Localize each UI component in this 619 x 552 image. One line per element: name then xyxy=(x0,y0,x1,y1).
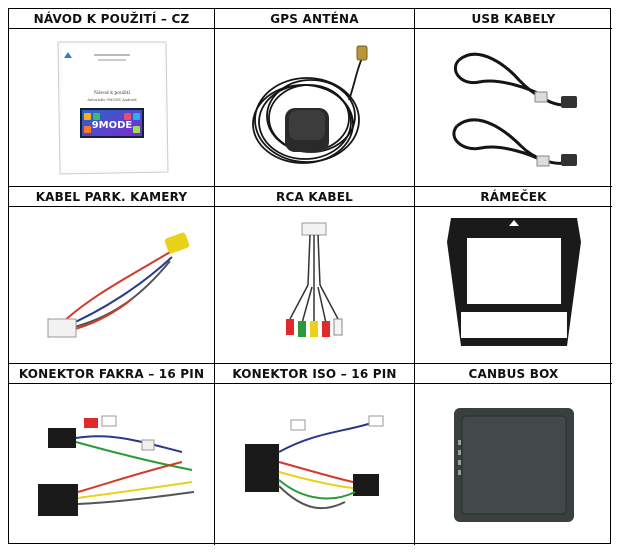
canbus-box-image xyxy=(415,384,612,545)
manual-subtitle: Autorádio 9MODE Android xyxy=(86,98,137,102)
label-rca-cable: RCA KABEL xyxy=(215,187,415,207)
iso-connector-image xyxy=(215,384,415,545)
label-parking-camera-cable: KABEL PARK. KAMERY xyxy=(9,187,215,207)
manual-title: Návod k použití xyxy=(94,89,130,96)
label-iso-connector: KONEKTOR ISO – 16 PIN xyxy=(215,364,415,384)
frame-image xyxy=(415,207,612,364)
label-gps-antenna: GPS ANTÉNA xyxy=(215,9,415,29)
label-fakra-connector: KONEKTOR FAKRA – 16 PIN xyxy=(9,364,215,384)
gps-antenna-image xyxy=(215,29,415,187)
fakra-connector-image xyxy=(9,384,215,545)
usb-cables-image xyxy=(415,29,612,187)
label-canbus-box: CANBUS BOX xyxy=(415,364,612,384)
rca-cable-image xyxy=(215,207,415,364)
accessories-table: NÁVOD K POUŽITÍ – CZ GPS ANTÉNA USB KABE… xyxy=(8,8,612,545)
manual-image: Návod k použití Autorádio 9MODE Android … xyxy=(9,29,215,187)
manual-brand-logo: 9MODE xyxy=(91,120,132,131)
label-usb-cables: USB KABELY xyxy=(415,9,612,29)
label-manual: NÁVOD K POUŽITÍ – CZ xyxy=(9,9,215,29)
label-frame: RÁMEČEK xyxy=(415,187,612,207)
parking-camera-cable-image xyxy=(9,207,215,364)
